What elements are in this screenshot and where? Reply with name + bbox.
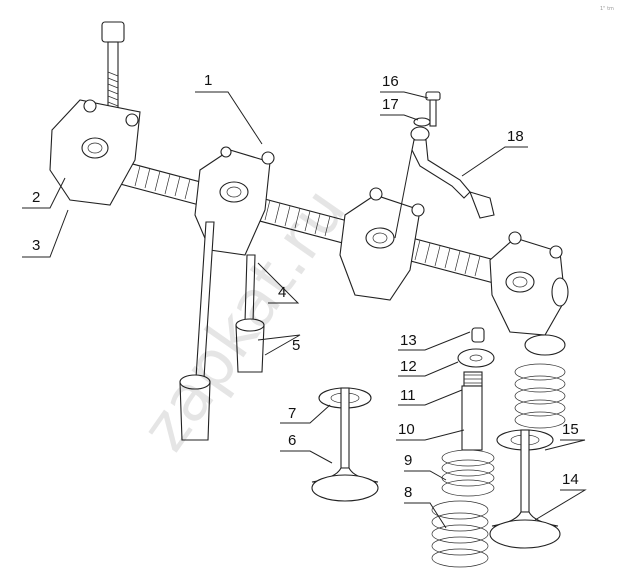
callout-3: 3 (32, 237, 40, 254)
rocker-arm-center-right (339, 187, 425, 301)
parts-artwork (49, 21, 569, 568)
callout-16: 16 (382, 73, 399, 90)
callout-15: 15 (562, 421, 579, 438)
callout-7: 7 (288, 405, 296, 422)
callout-11: 11 (400, 387, 416, 404)
rocker-support-left (49, 99, 141, 206)
valve-spring-right-installed (514, 334, 566, 429)
callout-6: 6 (288, 432, 296, 449)
callout-8: 8 (404, 484, 412, 501)
callout-9: 9 (404, 452, 412, 469)
rocker-arm-right (489, 231, 569, 336)
callout-labels: 1 2 3 4 5 6 7 8 9 10 11 12 13 14 15 16 1… (32, 72, 579, 501)
valve-right (489, 429, 561, 549)
callout-17: 17 (382, 96, 399, 113)
valve-left (311, 387, 379, 502)
callout-4: 4 (278, 284, 286, 301)
push-rods (195, 221, 256, 379)
valve-spring-assembly-center (431, 327, 495, 568)
tappet-left (179, 374, 211, 441)
callout-14: 14 (562, 471, 579, 488)
callout-18: 18 (507, 128, 524, 145)
bolt-part (101, 21, 125, 115)
callout-1: 1 (204, 72, 212, 89)
leader-lines (22, 91, 587, 529)
callout-12: 12 (400, 358, 417, 375)
tappet-right (235, 318, 265, 373)
callout-13: 13 (400, 332, 417, 349)
corner-mark: 1" tm (600, 6, 614, 12)
callout-2: 2 (32, 189, 40, 206)
callout-10: 10 (398, 421, 415, 438)
callout-5: 5 (292, 337, 300, 354)
